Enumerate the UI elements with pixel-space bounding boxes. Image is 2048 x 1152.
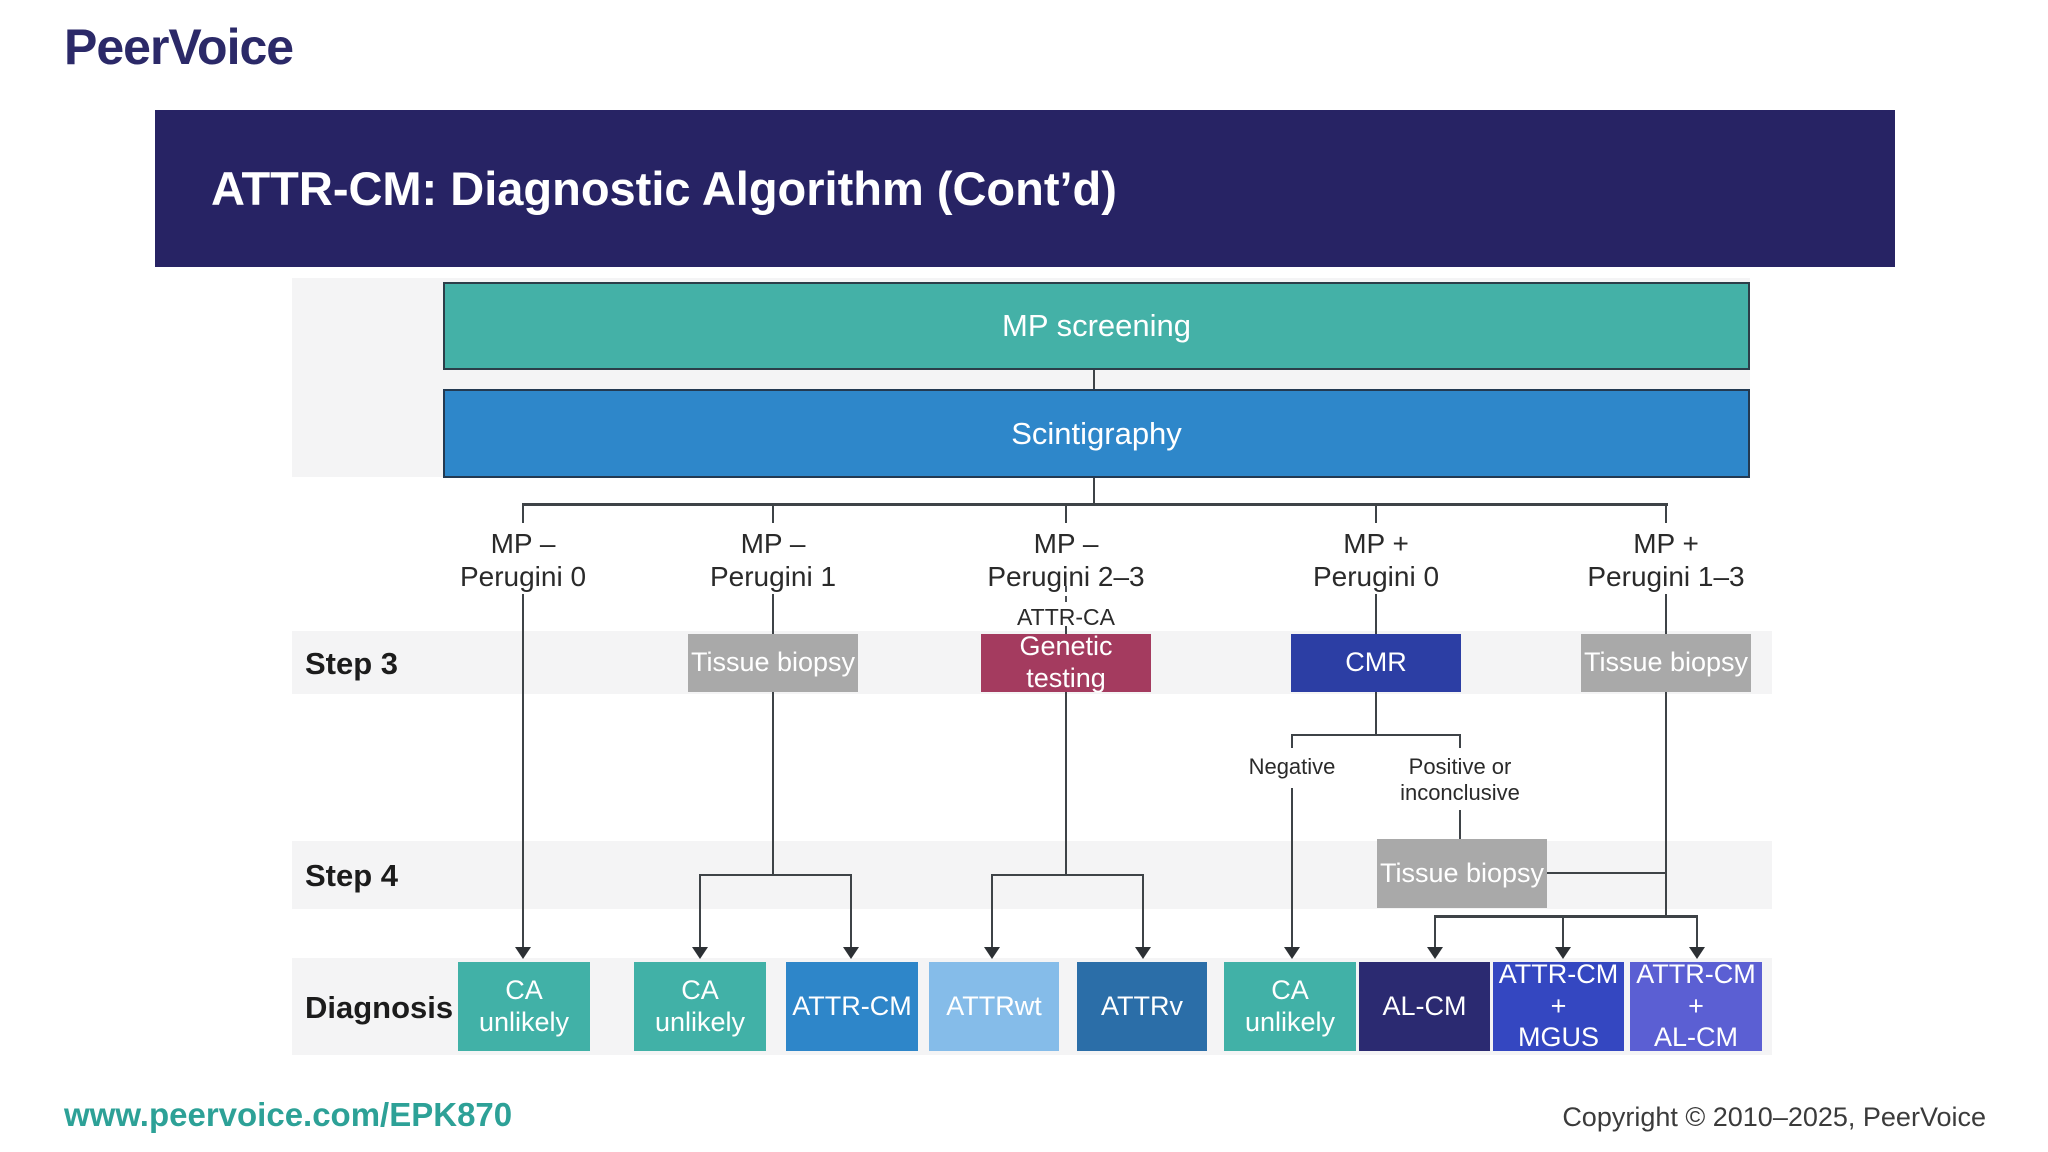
connector-line: [699, 874, 701, 948]
connector-line: [772, 503, 774, 523]
annotation-attr-ca: ATTR-CA: [1017, 604, 1115, 630]
arrow-down-icon: [1427, 947, 1443, 959]
connector-line: [1459, 734, 1461, 748]
row-label-step3: Step 3: [305, 646, 399, 681]
peervoice-logo: PeerVoice: [64, 19, 294, 75]
branch-label-mp-neg-perugini-2-3: MP – Perugini 2–3: [987, 528, 1145, 593]
node-tissue-biopsy-1: Tissue biopsy: [688, 634, 858, 692]
connector-line: [772, 594, 774, 634]
arrow-down-icon: [984, 947, 1000, 959]
connector-line: [1562, 915, 1564, 948]
connector-line: [1696, 915, 1698, 948]
connector-line: [522, 503, 1668, 506]
node-tissue-biopsy-2: Tissue biopsy: [1581, 634, 1751, 692]
arrow-down-icon: [515, 947, 531, 959]
arrow-down-icon: [1284, 947, 1300, 959]
arrow-down-icon: [1555, 947, 1571, 959]
node-scintigraphy-label: Scintigraphy: [1011, 415, 1182, 451]
arrow-down-icon: [1135, 947, 1151, 959]
footer-url-link[interactable]: www.peervoice.com/EPK870: [64, 1096, 513, 1133]
connector-line: [1142, 874, 1144, 948]
diagnosis-attrwt: ATTRwt: [929, 962, 1059, 1051]
arrow-down-icon: [843, 947, 859, 959]
diagnosis-ca-unlikely-3: CA unlikely: [1224, 962, 1356, 1051]
connector-line: [850, 874, 852, 948]
node-mp-screening: MP screening: [443, 282, 1750, 370]
diagnosis-ca-unlikely-1: CA unlikely: [458, 962, 590, 1051]
connector-line: [1547, 872, 1666, 874]
copyright-text: Copyright © 2010–2025, PeerVoice: [1562, 1102, 1986, 1132]
node-mp-screening-label: MP screening: [1002, 308, 1191, 343]
arrow-down-icon: [1689, 947, 1705, 959]
connector-line: [1665, 594, 1667, 634]
diagnosis-attr-cm: ATTR-CM: [786, 962, 918, 1051]
page-title: ATTR-CM: Diagnostic Algorithm (Cont’d): [211, 162, 1117, 215]
connector-line: [1665, 692, 1667, 918]
connector-line: [1434, 915, 1698, 918]
connector-line: [1375, 503, 1377, 523]
diagnosis-attr-cm-al-cm: ATTR-CM + AL-CM: [1630, 959, 1762, 1052]
node-tissue-biopsy-step4: Tissue biopsy: [1377, 839, 1547, 908]
arrow-down-icon: [692, 947, 708, 959]
diagnosis-ca-unlikely-2: CA unlikely: [634, 962, 766, 1051]
connector-line: [522, 594, 524, 951]
label-cmr-positive: Positive or inconclusive: [1400, 754, 1520, 806]
node-cmr: CMR: [1291, 634, 1461, 692]
connector-line: [991, 874, 1144, 876]
diagnosis-attr-cm-mgus: ATTR-CM + MGUS: [1493, 959, 1624, 1052]
connector-line: [1065, 503, 1067, 523]
connector-line: [991, 874, 993, 948]
connector-line: [522, 503, 524, 523]
connector-line: [1375, 692, 1377, 734]
connector-line: [1065, 692, 1067, 876]
diagnosis-al-cm: AL-CM: [1359, 962, 1490, 1051]
connector-line: [1065, 626, 1067, 634]
node-scintigraphy: Scintigraphy: [443, 389, 1750, 478]
connector-line: [1434, 915, 1436, 948]
diagnosis-attrv: ATTRv: [1077, 962, 1207, 1051]
connector-line: [699, 874, 852, 876]
connector-line-dashed: [1065, 586, 1067, 602]
connector-line: [1665, 503, 1667, 523]
branch-label-mp-pos-perugini-0: MP + Perugini 0: [1312, 528, 1440, 593]
connector-line: [1291, 734, 1461, 736]
connector-line: [1375, 594, 1377, 634]
label-cmr-negative: Negative: [1248, 754, 1336, 779]
connector-line: [1291, 788, 1293, 951]
connector-line: [1093, 370, 1095, 389]
branch-label-mp-pos-perugini-1-3: MP + Perugini 1–3: [1587, 528, 1745, 593]
connector-line: [772, 692, 774, 876]
connector-line: [1093, 478, 1095, 503]
row-label-step4: Step 4: [305, 858, 399, 893]
connector-line: [1291, 734, 1293, 748]
connector-line: [1459, 810, 1461, 839]
row-label-diagnosis: Diagnosis: [305, 990, 454, 1025]
branch-label-mp-neg-perugini-0: MP – Perugini 0: [459, 528, 587, 593]
branch-label-mp-neg-perugini-1: MP – Perugini 1: [709, 528, 837, 593]
title-bar: ATTR-CM: Diagnostic Algorithm (Cont’d): [155, 110, 1895, 267]
node-genetic-testing: Genetic testing: [981, 631, 1151, 693]
